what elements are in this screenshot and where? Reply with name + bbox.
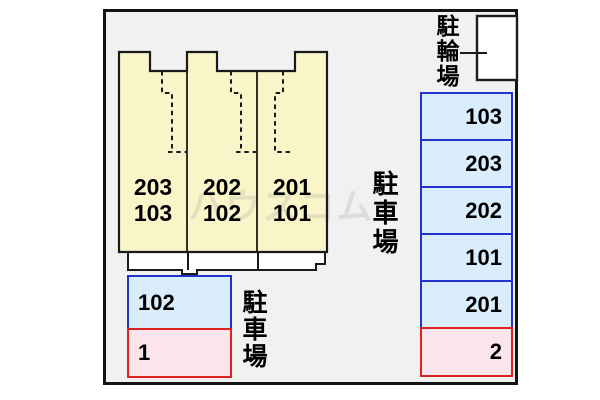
unit-label-1: 203 103	[118, 174, 188, 226]
parking-space-cell: 202	[420, 186, 513, 235]
stair-dashed-unit2	[230, 71, 257, 153]
parking-space-cell-vacant: 2	[420, 327, 513, 377]
unit-label-2: 202 102	[187, 174, 257, 226]
unit-lower-room: 103	[133, 200, 173, 226]
unit-lower-room: 102	[202, 200, 242, 226]
parking-lot-label-front: 駐車場	[239, 289, 267, 370]
unit-label-3: 201 101	[257, 174, 327, 226]
parking-space-cell-vacant: 1	[127, 328, 232, 378]
parking-space-cell: 201	[420, 280, 513, 329]
unit-upper-room: 201	[272, 174, 312, 200]
bicycle-shed-box	[477, 16, 517, 80]
unit-upper-room: 202	[202, 174, 242, 200]
unit-lower-room: 101	[272, 200, 312, 226]
unit-upper-room: 203	[133, 174, 173, 200]
bicycle-shed-outline	[475, 14, 519, 82]
bicycle-parking-label: 駐輪場	[433, 14, 459, 89]
porch-strip	[128, 252, 325, 274]
parking-space-cell: 102	[127, 275, 232, 330]
building-outline	[117, 50, 329, 254]
parking-lot-label-right: 駐車場	[369, 170, 399, 257]
stair-dashed-unit1	[161, 71, 187, 153]
building-footprint	[119, 52, 327, 252]
parking-space-cell: 203	[420, 139, 513, 188]
porch-outline	[127, 252, 326, 275]
parking-space-cell: 101	[420, 233, 513, 282]
parking-space-cell: 103	[420, 92, 513, 141]
stair-dashed-unit3	[274, 71, 290, 153]
